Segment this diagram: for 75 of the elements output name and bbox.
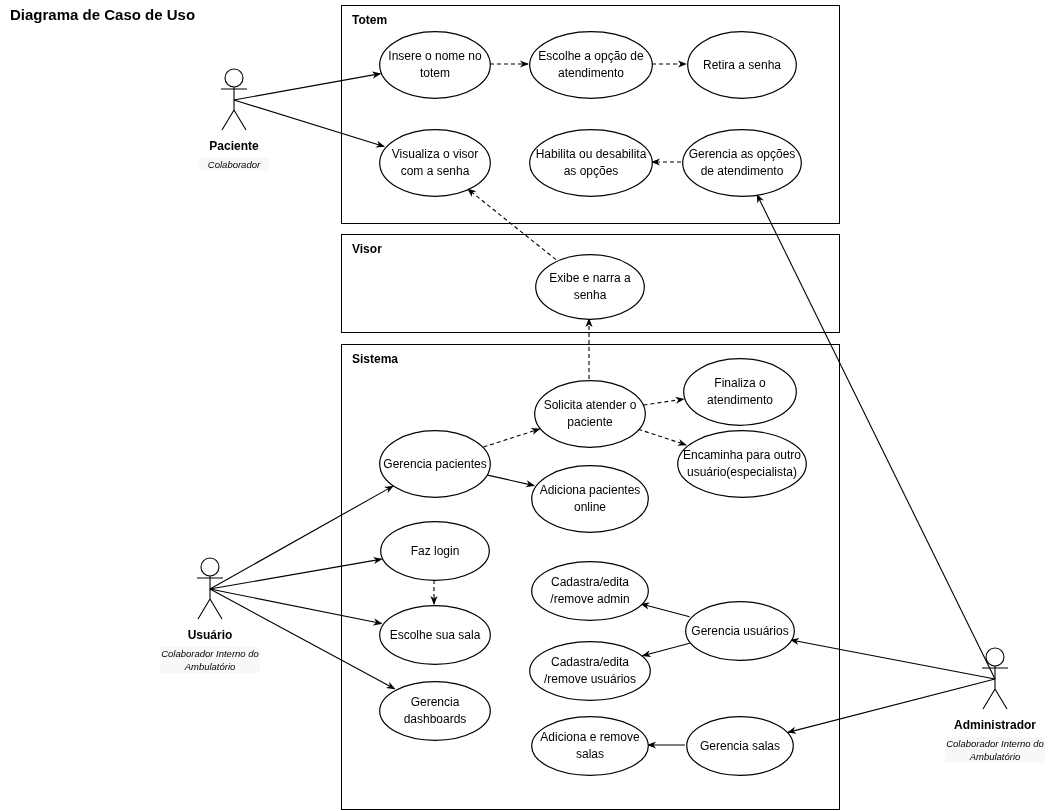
use-case-label: Retira a senha [701,56,782,74]
association-arrow [585,318,593,380]
use-case-ellipse [380,521,490,581]
use-case-label: Visualiza o visor com a senha [390,146,480,180]
use-case-ellipse [677,430,807,498]
association-arrow [233,71,382,101]
association-arrow [485,474,535,488]
association-arrow [640,602,691,618]
use-case-label: Cadastra/edita /remove usuários [542,654,637,688]
association-arrow [489,60,529,68]
use-case-ellipse [531,716,649,776]
use-case-ellipse [535,254,645,320]
association-arrow [651,60,687,68]
use-case-label: Gerencia usuários [690,622,790,640]
association-arrow [647,741,686,749]
use-case-label: Adiciona e remove salas [539,729,641,763]
system-boundary [341,344,840,810]
association-arrow [641,642,691,658]
association-arrow [209,556,383,590]
use-case-ellipse [379,129,491,197]
association-arrow [233,99,385,148]
association-arrow [756,193,996,680]
use-case-ellipse [683,358,797,426]
use-case-label: Cadastra/edita /remove admin [549,574,631,608]
association-arrow [209,588,383,626]
use-case-label: Adiciona pacientes online [538,482,642,516]
use-case-ellipse [531,561,649,621]
use-case-ellipse [531,465,649,533]
use-case-ellipse [529,31,653,99]
actor-name: Paciente [208,139,260,153]
use-case-label: Exibe e narra a senha [548,270,632,304]
use-case-ellipse [379,681,491,741]
system-boundary [341,234,840,333]
use-case-ellipse [379,31,491,99]
boundary-title: Visor [352,242,382,256]
use-case-label: Habilita ou desabilita as opções [534,146,648,180]
system-boundary [341,5,840,224]
association-arrow [637,428,687,446]
use-case-ellipse [534,380,646,448]
use-case-ellipse [687,31,797,99]
association-arrow [787,678,996,734]
use-case-label: Gerencia dashboards [402,694,468,728]
association-arrow [430,579,438,605]
actor-role: Colaborador Interno do Ambulatório [160,647,260,673]
use-case-label: Encaminha para outro usuário(especialista) [681,447,803,481]
association-arrow [209,485,394,590]
use-case-label: Faz login [409,542,461,560]
use-case-ellipse [529,129,653,197]
use-case-label: Gerencia salas [698,737,781,755]
association-arrow [482,428,541,448]
use-case-label: Solicita atender o paciente [542,397,638,431]
actor-role: Colaborador [199,158,269,171]
use-case-ellipse [379,605,491,665]
association-arrow [642,396,685,406]
use-case-label: Gerencia pacientes [383,455,487,473]
use-case-ellipse [685,601,795,661]
association-arrow [651,158,682,166]
use-case-label: Escolhe sua sala [388,626,482,644]
use-case-label: Escolhe a opção de atendimento [537,48,645,82]
use-case-label: Insere o nome no totem [387,48,483,82]
association-arrow [467,188,557,261]
actor-role: Colaborador Interno do Ambulatório [945,737,1045,763]
diagram-title: Diagrama de Caso de Uso [10,6,196,23]
actor-name: Administrador [953,718,1037,732]
use-case-ellipse [682,129,802,197]
actor-name: Usuário [186,628,234,642]
association-arrow [790,637,996,680]
use-case-label: Finaliza o atendimento [705,375,774,409]
use-case-ellipse [686,716,794,776]
use-case-label: Gerencia as opções de atendimento [687,146,797,180]
use-case-ellipse [529,641,651,701]
boundary-title: Sistema [352,352,399,366]
boundary-title: Totem [352,13,388,27]
association-arrow [209,588,396,690]
use-case-ellipse [379,430,491,498]
